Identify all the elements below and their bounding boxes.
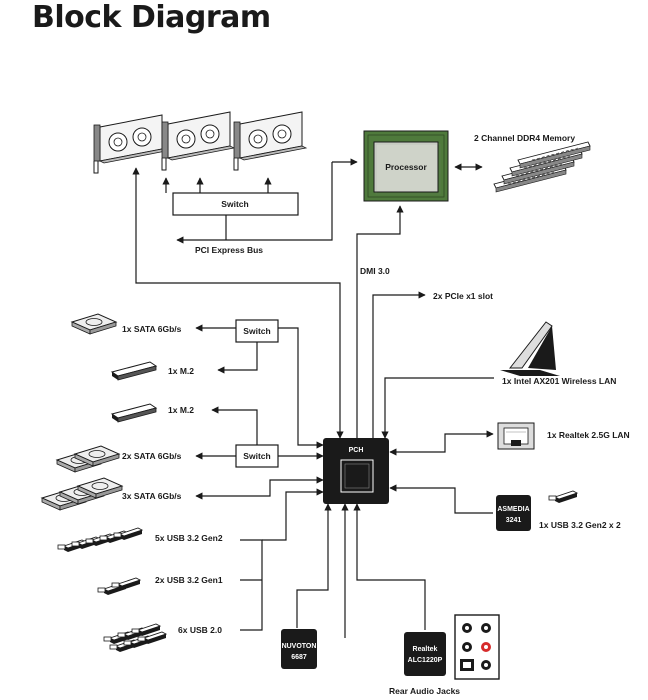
realtek-audio-chip: Realtek ALC1220P	[404, 632, 446, 676]
hdd-icon	[71, 313, 117, 335]
m2-ssd-icon	[111, 403, 157, 423]
wifi-antenna-icon	[500, 321, 560, 376]
asmedia-chip: ASMEDIA 3241	[496, 495, 531, 531]
rear-audio-jacks-icon	[454, 614, 500, 680]
gpu-card-1-icon	[93, 114, 167, 174]
gpu-card-2-icon	[161, 111, 235, 171]
processor-label: Processor	[385, 162, 427, 172]
usb-gen1-group-icon	[97, 577, 141, 596]
svg-text:Realtek: Realtek	[413, 646, 438, 653]
pcie-x1-label: 2x PCIe x1 slot	[433, 291, 493, 301]
asmedia-label: 1x USB 3.2 Gen2 x 2	[539, 520, 621, 530]
svg-text:6687: 6687	[291, 654, 307, 661]
pcie-switch-label: Switch	[221, 199, 248, 209]
ethernet-port-icon	[497, 422, 535, 450]
usb2-label: 6x USB 2.0	[178, 625, 222, 635]
m2-a-label: 1x M.2	[168, 366, 194, 376]
switch-lower-label: Switch	[243, 451, 270, 461]
sata1-label: 1x SATA 6Gb/s	[122, 324, 182, 334]
lan-label: 1x Realtek 2.5G LAN	[547, 430, 630, 440]
pch-chip	[323, 438, 389, 504]
usb-gen2-label: 5x USB 3.2 Gen2	[155, 533, 223, 543]
sata2-label: 2x SATA 6Gb/s	[122, 451, 182, 461]
dmi-label: DMI 3.0	[360, 266, 390, 276]
wifi-label: 1x Intel AX201 Wireless LAN	[502, 376, 616, 386]
pch-label: PCH	[349, 447, 364, 454]
usb-gen2-icon	[548, 490, 578, 504]
memory-label: 2 Channel DDR4 Memory	[474, 133, 575, 143]
gpu-card-3-icon	[233, 111, 307, 171]
svg-text:ALC1220P: ALC1220P	[408, 657, 443, 664]
nuvoton-chip: NUVOTON 6687	[281, 629, 317, 669]
usb-gen1-label: 2x USB 3.2 Gen1	[155, 575, 223, 585]
usb-gen2-group-icon	[57, 527, 143, 553]
svg-text:ASMEDIA: ASMEDIA	[497, 506, 529, 513]
pcie-bus-label: PCI Express Bus	[195, 245, 263, 255]
hdd-group-2-icon	[56, 445, 120, 473]
ddr4-memory-icon	[493, 141, 591, 193]
usb2-group-icon	[103, 623, 167, 653]
sata3-label: 3x SATA 6Gb/s	[122, 491, 182, 501]
m2-b-label: 1x M.2	[168, 405, 194, 415]
rear-audio-label: Rear Audio Jacks	[389, 686, 460, 696]
svg-text:3241: 3241	[506, 517, 522, 524]
switch-upper-label: Switch	[243, 326, 270, 336]
processor-icon	[363, 130, 449, 202]
svg-text:NUVOTON: NUVOTON	[282, 643, 317, 650]
hdd-group-3-icon	[41, 477, 123, 511]
m2-ssd-icon	[111, 361, 157, 381]
page-title: Block Diagram	[32, 0, 271, 35]
